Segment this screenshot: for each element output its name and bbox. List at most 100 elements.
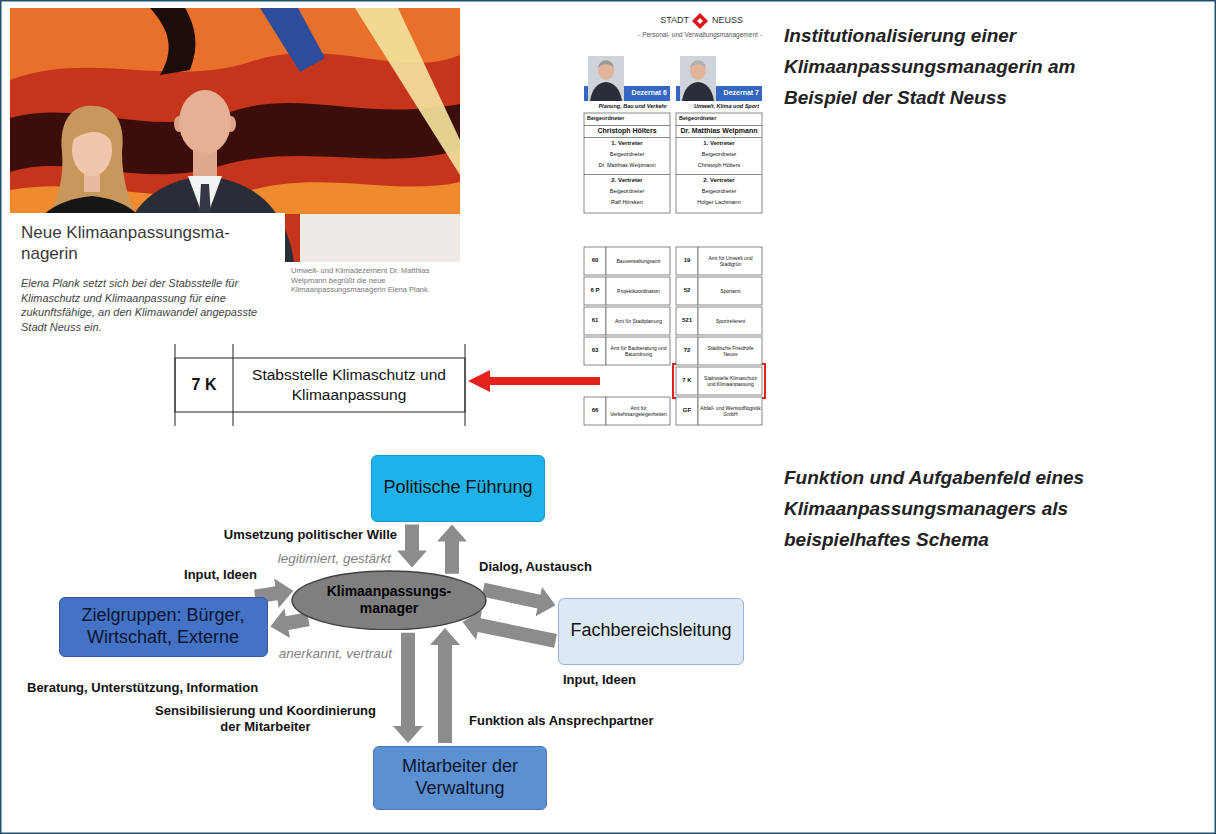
section-heading-slot: Institutionalisierung einer Klimaanpassu… [783, 20, 1103, 113]
office-code-cell [676, 397, 698, 425]
painting [260, 8, 325, 72]
office-name-cell [606, 397, 670, 425]
table-rule [676, 125, 762, 126]
office-name: Bauverwaltungsamt [607, 258, 670, 264]
office-name-cell [698, 397, 762, 425]
caption-panel [8, 213, 285, 360]
chart-subtitle: - Personal- und Verwaltungsmanagement - [615, 31, 785, 39]
arrow-label-slot: Funktion als Ansprechpartner [468, 713, 678, 729]
node-text: Fachbereichsleitung [570, 620, 731, 642]
red-pointer-arrow [468, 370, 600, 392]
name-block [584, 113, 670, 213]
office-code: 72 [676, 347, 698, 354]
office-name: Amt für Bauberatung und Bauordnung [607, 345, 670, 357]
office-name-cell [606, 277, 670, 305]
photo-caption: Umwelt- und Klimadezernent Dr. Matthias … [290, 266, 462, 295]
office-name-cell [698, 337, 762, 365]
role-title: Beigeordneter [676, 188, 762, 195]
role-title-slot: Beigeordneter [678, 115, 758, 122]
office-name-cell [606, 307, 670, 335]
deputy-heading-slot: 1. Vertreter [584, 140, 670, 147]
woman-hair [52, 106, 134, 210]
department-box: Fachbereichsleitung [558, 598, 743, 665]
person-name: Christoph Hölters [676, 162, 762, 169]
office-code-cell [584, 247, 606, 275]
role-title: Beigeordneter [678, 115, 758, 122]
block-arrow [437, 525, 467, 574]
portrait-ground [588, 56, 624, 101]
person-name-slot: Christoph Hölters [676, 162, 762, 169]
city-logo [692, 13, 708, 29]
office-code-cell [676, 367, 698, 395]
section-heading-slot: Funktion und Aufgabenfeld eines Klimaanp… [783, 462, 1123, 555]
person-name: Dr. Matthias Welpmann [584, 162, 670, 169]
office-code: 66 [584, 407, 606, 414]
logo-word: NEUSS [711, 15, 761, 26]
chart-subtitle-slot: - Personal- und Verwaltungsmanagement - [615, 31, 785, 39]
deputy-heading-slot: 2. Vertreter [676, 177, 762, 184]
portrait-head [598, 60, 614, 80]
portrait [680, 56, 716, 101]
office-name-slot: Sportreferent [699, 307, 762, 335]
office-code: GF [676, 407, 698, 414]
arrow-label: Input, Ideen [140, 567, 258, 583]
office-code: 61 [584, 317, 606, 324]
office-name-cell [606, 337, 670, 365]
section-heading: Funktion und Aufgabenfeld eines Klimaanp… [783, 462, 1123, 555]
relation-note-slot: anerkannt, vertraut [253, 646, 393, 662]
manager-ellipse: Klimaanpassungs- manager [291, 570, 487, 631]
news-heading: Neue Klimaanpassungsma- nagerin [20, 222, 275, 264]
office-code-slot: 63 [584, 337, 606, 365]
office-code: 63 [584, 347, 606, 354]
staff-box: Mitarbeiter der Verwaltung [373, 746, 547, 810]
org-chart [584, 56, 762, 425]
deputy-heading-slot: 1. Vertreter [676, 140, 762, 147]
office-code-zoom: 7 K [175, 375, 233, 394]
arrow-label: Funktion als Ansprechpartner [468, 713, 678, 729]
role-title: Beigeordneter [586, 115, 666, 122]
zoom-cell-frame [175, 358, 465, 412]
arrow-label-slot: Dialog, Austausch [478, 559, 628, 575]
office-name: Abfall- und Wertstofflogistik GmbH [699, 405, 762, 417]
node-text: Mitarbeiter der Verwaltung [385, 756, 535, 799]
arrow-label: Umsetzung politischer Wille [190, 527, 398, 543]
deputy-heading-slot: 2. Vertreter [584, 177, 670, 184]
office-name-slot: Amt für Stadtplanung [607, 307, 670, 335]
table-rule [584, 137, 670, 138]
office-name: Projektkoordination [607, 288, 670, 294]
office-code-cell [676, 247, 698, 275]
news-teaser: Elena Plank setzt sich bei der Stabsstel… [20, 276, 278, 334]
office-name-cell [698, 367, 762, 395]
deputy-heading: 2. Vertreter [584, 177, 670, 184]
person-name: Holger Lachmann [676, 199, 762, 206]
department-title-slot: Dezernat 6 [626, 86, 668, 101]
office-code: 6 P [584, 287, 606, 294]
office-name: Amt für Stadtplanung [607, 318, 670, 324]
portrait-head [690, 60, 706, 80]
office-code-cell [584, 307, 606, 335]
office-name-slot: Abfall- und Wertstofflogistik GmbH [699, 397, 762, 425]
office-name-slot: Amt für Bauberatung und Bauordnung [607, 337, 670, 365]
news-heading-slot: Neue Klimaanpassungsma- nagerin [20, 222, 275, 264]
office-name-slot: Städtische Friedhöfe Neuss [699, 337, 762, 365]
office-code-slot: 7 K [676, 367, 698, 395]
arrow-label: Input, Ideen [562, 672, 672, 688]
target-group-box: Zielgruppen: Bürger, Wirtschaft, Externe [59, 597, 268, 657]
arrow-label-slot: Beratung, Unterstützung, Information [26, 680, 326, 696]
role-title-slot: Beigeordneter [586, 115, 666, 122]
table-rule [676, 137, 762, 138]
department-remit: Planung, Bau und Verkehr [584, 103, 668, 110]
office-code-slot: 19 [676, 247, 698, 275]
wall [300, 214, 460, 262]
office-name-slot: Bauverwaltungsamt [607, 247, 670, 275]
office-code: 521 [676, 317, 698, 324]
role-title-slot: Beigeordneter [676, 151, 762, 158]
office-name-cell [698, 277, 762, 305]
office-name: Sportreferent [699, 318, 762, 324]
portrait-suit [590, 82, 622, 101]
table-rule [465, 344, 466, 426]
news-teaser-slot: Elena Plank setzt sich bei der Stabsstel… [20, 276, 278, 334]
table-rule [676, 174, 762, 175]
arrow-label-slot: Umsetzung politischer Wille [190, 527, 398, 543]
